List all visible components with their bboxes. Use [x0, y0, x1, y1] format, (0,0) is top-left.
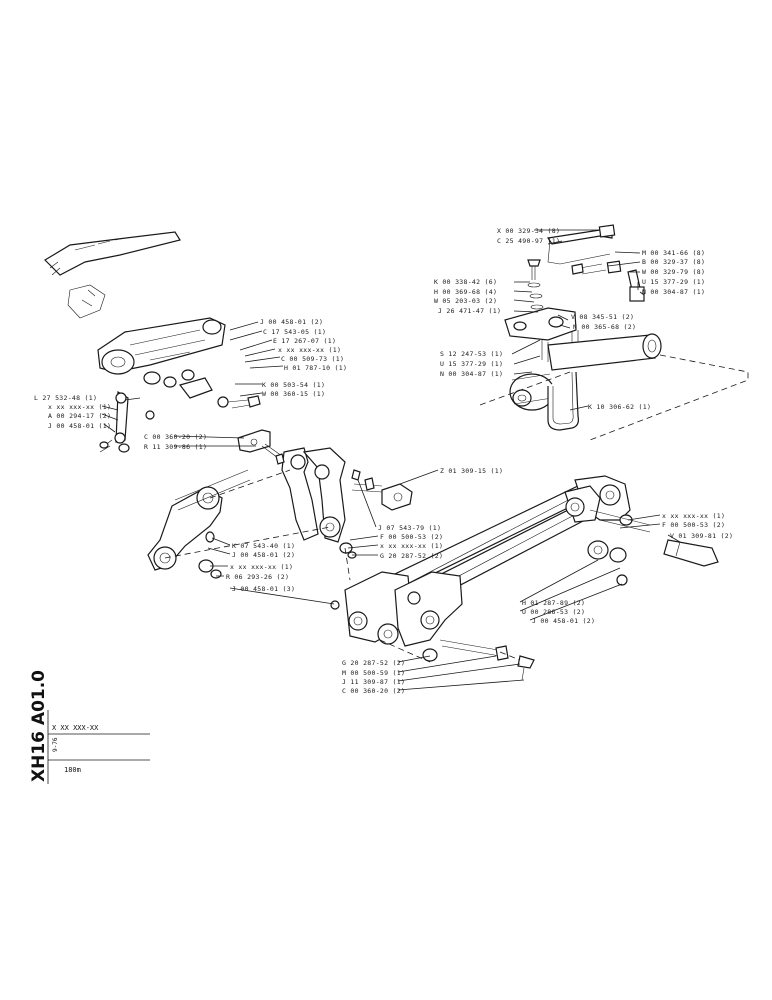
- callout-c17543: C 17 543-05 (1): [263, 328, 326, 336]
- title-block: XH16 A01.0 X XX XXX-XX 9-76 180m: [29, 670, 150, 784]
- callout-xxxxxd: x xx xxx-xx (1): [278, 346, 341, 354]
- sheet-subcode: 9-76: [52, 737, 59, 752]
- callout-u15377b: U 15 377-29 (1): [440, 360, 503, 368]
- callout-z01309: Z 01 309-15 (1): [440, 467, 503, 475]
- callout-s12247: S 12 247-53 (1): [440, 350, 503, 358]
- upper-right-cylinder-assembly: [479, 224, 749, 441]
- callout-h00369: H 00 369-68 (4): [434, 288, 497, 296]
- callout-l27532: L 27 532-48 (1): [34, 394, 97, 402]
- callout-k10306: K 10 306-62 (1): [588, 403, 651, 411]
- callout-j00458c: J 00 458-01 (2): [532, 617, 595, 625]
- callout-g20287a: G 20 287-52 (2): [380, 552, 443, 560]
- callout-j00458e: J 00 458-01 (1): [48, 422, 111, 430]
- callout-b00329: B 00 329-37 (8): [642, 258, 705, 266]
- callout-xxxxxc: x xx xxx-xx (1): [662, 512, 725, 520]
- callout-g20287b: G 20 287-52 (2): [342, 659, 405, 667]
- callout-e17267: E 17 267-07 (1): [273, 337, 336, 345]
- callout-j00458a: J 00 458-01 (2): [232, 551, 295, 559]
- callout-k00338: K 00 338-42 (6): [434, 278, 497, 286]
- callout-j00458d: J 00 458-01 (2): [260, 318, 323, 326]
- callout-h01787: H 01 787-10 (1): [284, 364, 347, 372]
- callout-c00360a: C 00 360-20 (2): [144, 433, 207, 441]
- part-code: X XX XXX-XX: [52, 724, 99, 732]
- callout-a00294: A 00 294-17 (2): [48, 412, 111, 420]
- callout-v01309: V 01 309-81 (2): [670, 532, 733, 540]
- callout-u00286: U 00 286-53 (2): [522, 608, 585, 616]
- callout-r06293: R 06 293-26 (2): [226, 573, 289, 581]
- callouts-upper-right: X 00 329-34 (8) C 25 490-97 (1) M 00 341…: [434, 227, 705, 411]
- callout-j11309: J 11 309-87 (1): [342, 678, 405, 686]
- callout-n00365: N 00 365-68 (2): [573, 323, 636, 331]
- callout-f00500b: F 00 500-53 (2): [662, 521, 725, 529]
- callout-f00500a: F 00 500-53 (2): [380, 533, 443, 541]
- callout-h01287: H 01 287-89 (2): [522, 599, 585, 607]
- callout-xxxxxe: x xx xxx-xx (1): [48, 403, 111, 411]
- callout-n00304a: N 00 304-87 (1): [642, 288, 705, 296]
- callout-r11309: R 11 309-86 (1): [144, 443, 207, 451]
- callout-u15377a: U 15 377-29 (1): [642, 278, 705, 286]
- callouts-upper-left: J 00 458-01 (2) C 17 543-05 (1) E 17 267…: [34, 318, 347, 430]
- sheet-id: XH16 A01.0: [29, 670, 49, 782]
- callout-xxxxxb: x xx xxx-xx (1): [230, 563, 293, 571]
- callout-c00509: C 00 509-73 (1): [281, 355, 344, 363]
- callout-c25490: C 25 490-97 (1): [497, 237, 560, 245]
- callout-w00329: W 00 329-79 (8): [642, 268, 705, 276]
- callout-j00458b: J 00 458-01 (3): [232, 585, 295, 593]
- boom-length: 180m: [64, 766, 81, 774]
- callout-x00329: X 00 329-34 (8): [497, 227, 560, 235]
- callout-xxxxxa: x xx xxx-xx (1): [380, 542, 443, 550]
- callout-m00500: M 00 500-59 (1): [342, 669, 405, 677]
- callout-n00304b: N 00 304-87 (1): [440, 370, 503, 378]
- callout-k00503: K 00 503-54 (1): [262, 381, 325, 389]
- callout-k07543: K 07 543-40 (1): [232, 542, 295, 550]
- callout-w00360: W 00 360-15 (1): [262, 390, 325, 398]
- callout-j07543: J 07 543-79 (1): [378, 524, 441, 532]
- callouts-lower: Z 01 309-15 (1) J 07 543-79 (1) F 00 500…: [144, 433, 733, 695]
- callout-j26471: J 26 471-47 (1): [438, 307, 501, 315]
- callout-m00341: M 00 341-66 (8): [642, 249, 705, 257]
- callout-v08345: V 08 345-51 (2): [571, 313, 634, 321]
- lower-boom-assembly: [147, 429, 719, 691]
- callout-c00360b: C 00 360-20 (2): [342, 687, 405, 695]
- callout-w05203: W 05 203-03 (2): [434, 297, 497, 305]
- upper-left-assembly: [44, 231, 284, 453]
